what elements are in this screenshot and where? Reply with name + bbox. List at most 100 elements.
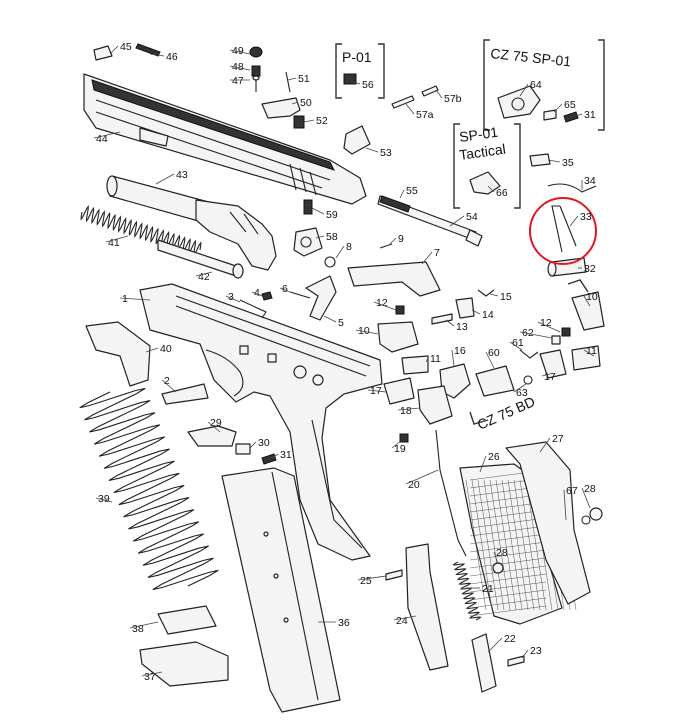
magazine-spring-coil <box>79 387 219 591</box>
leader-line-12-b3 <box>537 321 561 333</box>
part-58 <box>293 227 323 257</box>
leader-line-28-b0 <box>581 487 591 509</box>
leader-line-17 <box>367 389 387 393</box>
leader-line-22 <box>487 637 503 653</box>
part-number-35: 35 <box>562 157 574 169</box>
box-title-p01: P-01 <box>342 49 372 65</box>
part-number-60: 60 <box>488 347 500 359</box>
part-64 <box>497 85 541 119</box>
part-number-40: 40 <box>160 343 172 355</box>
box-title-sp01: CZ 75 SP-01 <box>490 45 572 69</box>
bd-part-10 <box>571 291 605 331</box>
part-56 <box>343 73 357 85</box>
checkering-line <box>469 549 547 561</box>
part-number-24: 24 <box>396 615 408 627</box>
checkering-line <box>507 479 529 611</box>
checkering-line <box>525 479 547 611</box>
spring-34 <box>547 183 597 193</box>
magazine-catch <box>405 543 449 671</box>
part-11 <box>401 355 429 375</box>
part-number-16: 16 <box>454 345 466 357</box>
part-number-51: 51 <box>298 73 310 85</box>
leader-line-11-b4 <box>583 349 595 357</box>
leader-line-5 <box>323 315 337 323</box>
leader-line-12 <box>373 301 397 311</box>
part-number-50: 50 <box>300 97 312 109</box>
leader-line-1 <box>119 297 151 301</box>
part-number-57a: 57a <box>416 109 434 121</box>
checkering-line <box>469 517 547 529</box>
part-number-48: 48 <box>232 61 244 73</box>
leader-line-31-b1 <box>575 113 583 117</box>
leader-line-6 <box>279 287 291 293</box>
spring-3 <box>239 299 267 319</box>
bd-part-63 <box>523 375 533 385</box>
box-title-bd: CZ 75 BD <box>475 393 538 433</box>
part-number-66: 66 <box>496 187 508 199</box>
part-number-23: 23 <box>530 645 542 657</box>
part-18 <box>417 385 453 425</box>
leader-line-2 <box>161 379 177 393</box>
leader-line-9 <box>389 237 397 245</box>
leader-line-66 <box>487 185 495 193</box>
screw-28 <box>589 507 603 521</box>
checkering-line <box>501 479 523 611</box>
leader-line-8 <box>335 245 345 259</box>
sight-parts-47-49 <box>249 46 263 92</box>
slide <box>83 73 367 205</box>
part-number-46: 46 <box>166 51 178 63</box>
leader-line-59 <box>311 207 325 215</box>
checkering-line <box>469 525 547 537</box>
part-number-31: 31 <box>280 449 292 461</box>
leader-line-64 <box>519 83 529 97</box>
leader-line-52 <box>303 119 315 123</box>
part-number-21: 21 <box>482 583 494 595</box>
part-number-45: 45 <box>120 41 132 53</box>
leader-line-55 <box>399 189 405 199</box>
bd-part-17 <box>539 349 567 379</box>
leader-line-14 <box>471 309 481 315</box>
part-number-18: 18 <box>400 405 412 417</box>
part-number-6: 6 <box>282 283 288 295</box>
leader-line-10-b2 <box>583 295 591 307</box>
checkering-line <box>469 605 547 617</box>
part-number-58: 58 <box>326 231 338 243</box>
pin-13 <box>431 313 453 325</box>
part-number-17-b5: 17 <box>544 371 556 383</box>
checkering-line <box>489 479 511 611</box>
checkering-line <box>469 589 547 601</box>
firing-pin-spring <box>379 195 411 213</box>
checkering-line <box>469 565 547 577</box>
checkering-line <box>469 541 547 553</box>
leader-line-29 <box>207 421 221 433</box>
part-number-31-b1: 31 <box>584 109 596 121</box>
part-number-10: 10 <box>358 325 370 337</box>
leader-line-30 <box>249 441 257 449</box>
part-number-59: 59 <box>326 209 338 221</box>
part-number-32: 32 <box>584 263 596 275</box>
magazine-spring <box>79 387 219 591</box>
part-40 <box>85 321 151 387</box>
frame <box>139 283 383 561</box>
part-number-29: 29 <box>210 417 222 429</box>
checkering-line <box>471 479 493 611</box>
part-66 <box>469 171 501 195</box>
part-number-12: 12 <box>376 297 388 309</box>
leader-line-37 <box>141 671 163 677</box>
leader-line-51 <box>287 77 297 81</box>
hammer-strut <box>435 429 467 557</box>
part-number-20: 20 <box>408 479 420 491</box>
part-number-57b: 57b <box>444 93 462 105</box>
part-number-28-b0: 28 <box>584 483 596 495</box>
leader-line-54 <box>449 215 465 227</box>
bd-part-61 <box>519 349 539 359</box>
pin-31b <box>563 111 579 123</box>
part-number-38: 38 <box>132 623 144 635</box>
leader-line-67 <box>563 489 567 521</box>
pin-31 <box>261 453 277 465</box>
slide-stop <box>161 383 209 405</box>
checkering-line <box>465 479 487 611</box>
screw-52 <box>293 115 305 129</box>
part-32 <box>551 257 587 277</box>
